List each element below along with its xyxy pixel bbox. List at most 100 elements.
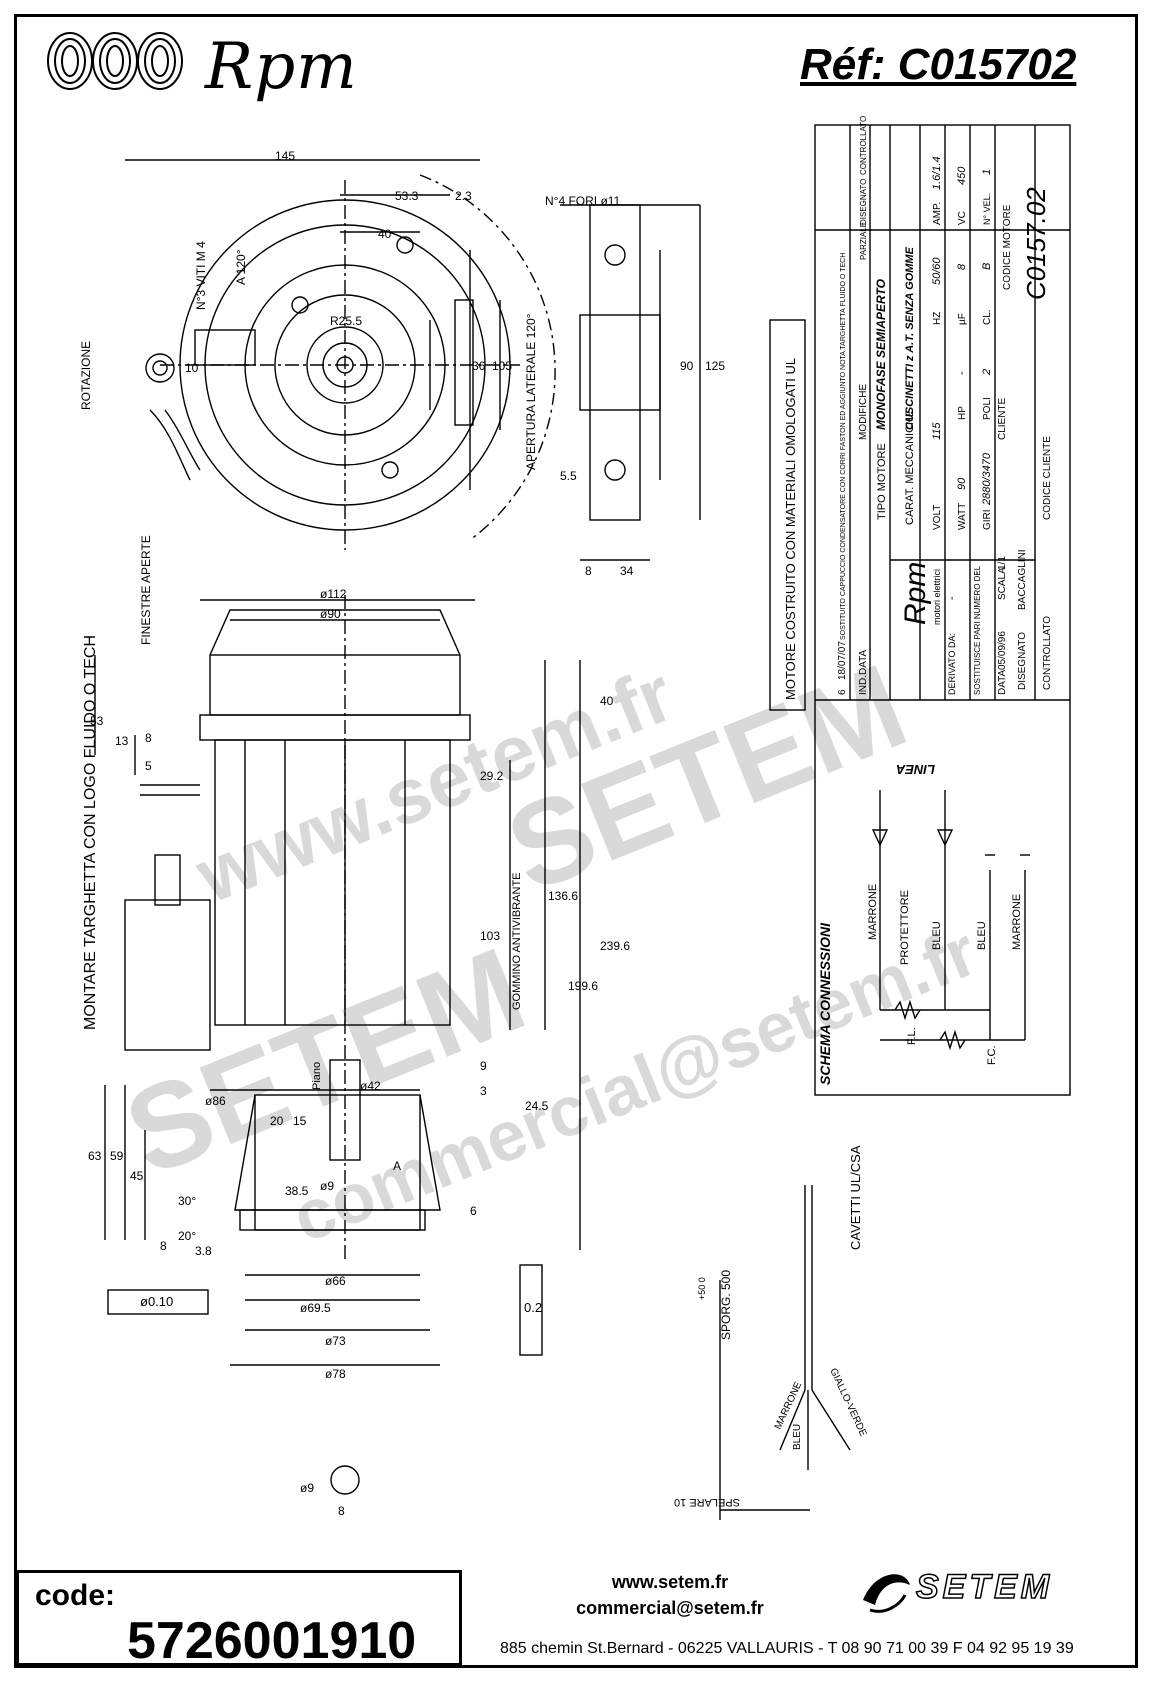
dim-9: 9 xyxy=(480,1059,487,1073)
dim-63: 63 xyxy=(88,1149,102,1163)
value-volt: 115 xyxy=(931,422,943,440)
schema-bleu-2: BLEU xyxy=(976,921,988,950)
datum-a: A xyxy=(393,1159,401,1173)
value-scala: 1/1 xyxy=(997,556,1008,570)
tol-concentric: ø0.10 xyxy=(140,1294,173,1309)
schema-protettore: PROTETTORE xyxy=(899,890,911,965)
website-link[interactable]: www.setem.fr xyxy=(611,1572,729,1592)
ul-note: MOTORE COSTRUITO CON MATERIALI OMOLOGATI… xyxy=(783,358,798,700)
dim-40: 40 xyxy=(378,227,392,241)
label-volt: VOLT xyxy=(932,505,943,530)
dim-53-3: 53.3 xyxy=(395,189,419,203)
col-drawn: DISEGNATO xyxy=(859,179,868,225)
schema-fl: F.L. xyxy=(906,1027,918,1045)
value-uf: 8 xyxy=(956,263,968,270)
dim-103: 103 xyxy=(480,929,500,943)
label-data: DATA xyxy=(997,669,1008,695)
col-checked: CONTROLLATO xyxy=(859,116,868,175)
col-origin: PARZIALE xyxy=(859,222,868,260)
dim-13: 13 xyxy=(115,734,129,748)
rev-index: 6 xyxy=(837,689,848,695)
value-data: 05/09/96 xyxy=(997,631,1008,670)
dim-d42: ø42 xyxy=(360,1079,381,1093)
label-tipo-motore: TIPO MOTORE xyxy=(876,443,888,520)
value-tipo-motore: MONOFASE SEMIAPERTO xyxy=(874,278,888,430)
dim-29-2: 29.2 xyxy=(480,769,504,783)
code-value: 5726001910 xyxy=(127,1612,417,1670)
note-finestre: FINESTRE APERTE xyxy=(139,535,153,645)
label-sostituisce: SOSTITUISCE PARI NUMERO DEL xyxy=(973,565,982,695)
value-cl: B xyxy=(981,263,993,270)
note-targhetta: MONTARE TARGHETTA CON LOGO FLUIDO O TECH xyxy=(82,635,99,1030)
dim-d78: ø78 xyxy=(325,1367,346,1381)
address-line: 885 chemin St.Bernard - 06225 VALLAURIS … xyxy=(500,1640,1074,1657)
value-sostituisce: - xyxy=(971,571,983,575)
dim-8: 8 xyxy=(585,564,592,578)
cables-bleu: BLEU xyxy=(792,1424,803,1450)
value-amp: 1.6/1.4 xyxy=(931,156,943,190)
dim-20: 20 xyxy=(270,1114,284,1128)
dim-r25: R25.5 xyxy=(330,314,362,328)
cables-spelare: SPELARE 10 xyxy=(674,1496,740,1508)
dim-239-6: 239.6 xyxy=(600,939,630,953)
dim-2-3: 2.3 xyxy=(455,189,472,203)
dim-3: 3 xyxy=(480,1084,487,1098)
title-company-mark: Rpm xyxy=(899,562,932,625)
dim-36: 36 xyxy=(472,359,486,373)
tol-perpendicular: 0.2 xyxy=(524,1300,542,1315)
label-vc: VC xyxy=(957,211,968,225)
dim-shaft-len: 8 xyxy=(338,1504,345,1518)
label-disegnato: DISEGNATO xyxy=(1017,632,1028,690)
setem-swirl-icon xyxy=(863,1574,910,1613)
dim-45: 45 xyxy=(130,1169,144,1183)
note-viti: N°3 VITI M 4 xyxy=(194,241,208,310)
drawing-frame xyxy=(14,14,1138,1668)
dim-d73: ø73 xyxy=(325,1334,346,1348)
label-controllato: CONTROLLATO xyxy=(1042,616,1053,690)
dim-d69-5: ø69.5 xyxy=(300,1301,331,1315)
label-cl: CL. xyxy=(982,309,993,325)
col-ind: IND. xyxy=(858,675,869,695)
title-company-sub: motori elettrici xyxy=(932,569,942,625)
label-giri: GIRI xyxy=(982,509,993,530)
dim-24-5: 24.5 xyxy=(525,1099,549,1113)
value-hz: 50/60 xyxy=(931,257,943,285)
label-uf: µF xyxy=(957,313,968,325)
schema-title: SCHEMA CONNESSIONI xyxy=(817,922,833,1085)
dim-5: 5 xyxy=(145,759,152,773)
dim-8c: 8 xyxy=(160,1239,167,1253)
dim-d86: ø86 xyxy=(205,1094,226,1108)
col-date: DATA xyxy=(858,649,869,675)
dim-30deg: 30° xyxy=(178,1194,196,1208)
value-vel: 1 xyxy=(981,169,993,175)
email-link[interactable]: commercial@setem.fr xyxy=(576,1598,764,1618)
code-label: code: xyxy=(35,1579,116,1612)
dim-125: 125 xyxy=(705,359,725,373)
rev-date: 18/07/07 xyxy=(837,641,848,680)
value-codice-motore: C0157.02 xyxy=(1021,187,1051,300)
note-piano: Piano xyxy=(311,1062,323,1090)
label-vel: N° VEL. xyxy=(982,193,992,225)
cables-marrone: MARRONE xyxy=(773,1380,805,1431)
note-apertura: APERTURA LATERALE 120° xyxy=(524,313,538,470)
dim-shaft: ø9 xyxy=(300,1481,314,1495)
note-angle: A 120° xyxy=(234,249,248,285)
dim-136-6: 136.6 xyxy=(548,889,578,903)
schema-linea: LINEA xyxy=(896,762,935,777)
dim-5-5: 5.5 xyxy=(560,469,577,483)
cables-sporg: SPORG. 500 xyxy=(719,1270,733,1340)
dim-38-5: 38.5 xyxy=(285,1184,309,1198)
label-carat: CARAT. MECCANICHE xyxy=(904,410,916,525)
label-codice-motore: CODICE MOTORE xyxy=(1002,204,1013,290)
schema-bleu: BLEU xyxy=(931,921,943,950)
dim-d66: ø66 xyxy=(325,1274,346,1288)
label-amp: AMP. xyxy=(932,202,943,225)
cables-giallo-verde: GIALLO-VERDE xyxy=(827,1367,868,1439)
label-hz: HZ xyxy=(932,312,943,325)
label-scala: SCALA xyxy=(997,567,1008,600)
value-derivato: - xyxy=(946,596,958,600)
dim-199-6: 199.6 xyxy=(568,979,598,993)
value-carat: CUSCINETTI z A.T. SENZA GOMME xyxy=(904,246,916,430)
